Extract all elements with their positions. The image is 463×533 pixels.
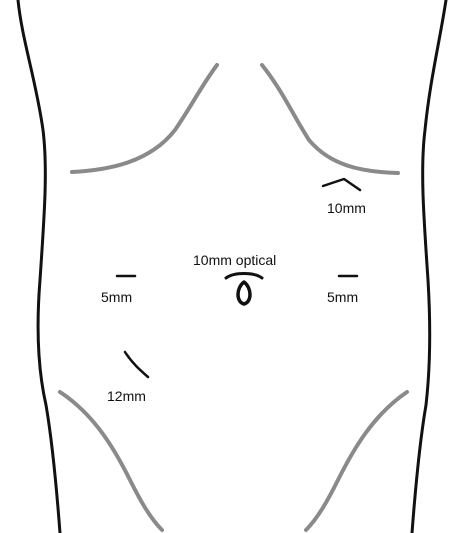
umbilicus-loop-icon: [238, 282, 250, 304]
label-5mm-port-left: 5mm: [101, 289, 132, 305]
costal-margin-right: [262, 65, 398, 173]
label-optical-port: 10mm optical: [193, 252, 276, 268]
torso-outline-left: [18, 0, 60, 533]
incision-arc-optical: [226, 274, 262, 279]
label-10mm-port: 10mm: [327, 200, 366, 216]
torso-outline-right: [412, 0, 446, 533]
label-12mm-port: 12mm: [107, 388, 146, 404]
incision-chevron-10mm: [323, 179, 360, 190]
inguinal-line-left: [60, 392, 162, 530]
inguinal-line-right: [306, 392, 407, 530]
incision-oblique-12mm: [125, 352, 148, 377]
costal-margin-left: [72, 65, 217, 172]
label-5mm-port-right: 5mm: [327, 289, 358, 305]
